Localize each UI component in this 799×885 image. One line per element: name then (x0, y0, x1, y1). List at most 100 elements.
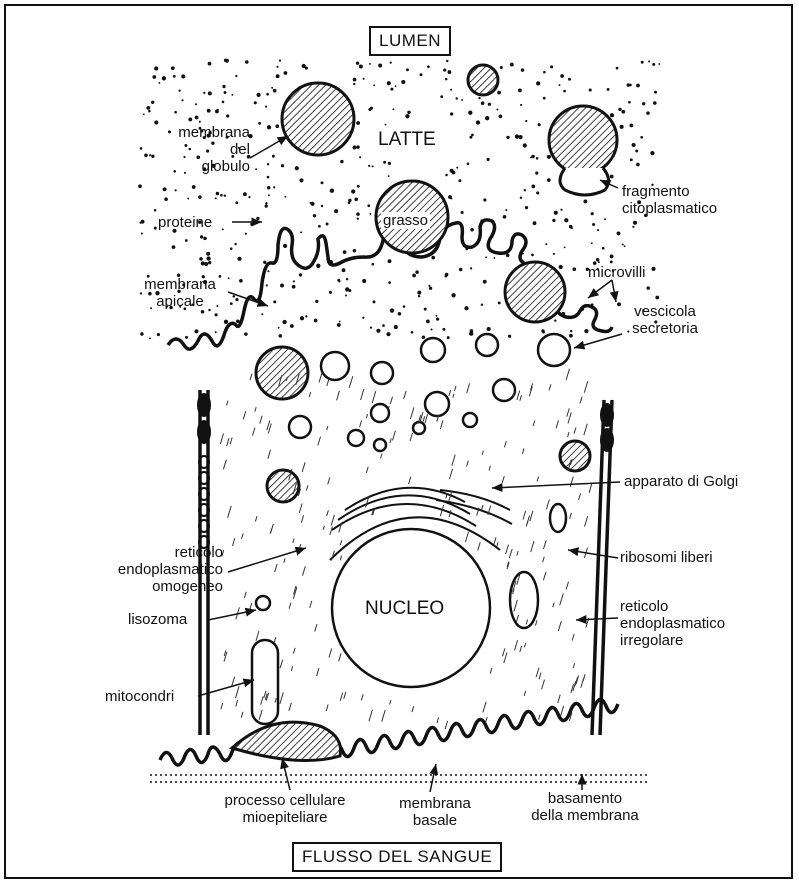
protein-dot (362, 317, 364, 319)
protein-dot (622, 244, 624, 246)
protein-dot (353, 249, 356, 252)
protein-dot (520, 104, 522, 106)
protein-dot (523, 143, 527, 147)
protein-dot (395, 85, 397, 87)
er-stroke (584, 381, 588, 393)
er-stroke (483, 702, 486, 713)
protein-dot (535, 172, 538, 175)
protein-dot (275, 124, 279, 128)
cytoplasmic-fragment-label: fragmento citoplasmatico (622, 183, 717, 217)
protein-dot (372, 165, 374, 167)
protein-dot (633, 221, 637, 225)
er-stroke (250, 374, 252, 381)
er-stroke (536, 620, 538, 625)
protein-dot (388, 162, 391, 165)
protein-dot (376, 329, 380, 333)
protein-dot (620, 125, 624, 129)
er-stroke (533, 420, 535, 426)
protein-dot (222, 85, 225, 88)
protein-dot (390, 308, 394, 312)
protein-dot (164, 197, 168, 201)
protein-dot (420, 73, 423, 76)
er-stroke (291, 666, 292, 670)
protein-dot (547, 155, 551, 159)
protein-dot (203, 92, 205, 94)
protein-dot (195, 103, 197, 105)
er-stroke (410, 407, 414, 419)
protein-dot (146, 106, 150, 110)
er-stroke (339, 653, 341, 661)
protein-dot (641, 61, 644, 64)
protein-dot (215, 331, 217, 333)
protein-dot (267, 163, 269, 165)
protein-dot (398, 312, 402, 316)
protein-dot (174, 111, 177, 114)
protein-dot (206, 256, 210, 260)
er-stroke (236, 686, 240, 698)
protein-dot (248, 196, 250, 198)
protein-dot (616, 67, 619, 70)
er-stroke (542, 680, 545, 690)
er-stroke (539, 715, 541, 720)
protein-dot (521, 68, 524, 71)
protein-dot (230, 247, 233, 250)
protein-dot (215, 313, 218, 316)
er-stroke (568, 432, 569, 437)
protein-dot (597, 229, 599, 231)
er-stroke (504, 653, 507, 664)
protein-dot (148, 110, 151, 113)
er-stroke (561, 706, 564, 716)
protein-dot (250, 222, 254, 226)
protein-dot (321, 181, 324, 184)
er-stroke (349, 376, 353, 388)
protein-dot (536, 191, 539, 194)
protein-dot (560, 209, 562, 211)
protein-dot (536, 81, 540, 85)
er-stroke (452, 455, 455, 466)
protein-dot (255, 168, 257, 170)
protein-dot (175, 189, 177, 191)
er-stroke (233, 538, 235, 546)
protein-dot (559, 84, 561, 86)
er-stroke (230, 437, 232, 444)
protein-dot (356, 145, 360, 149)
golgi-label: apparato di Golgi (624, 473, 738, 490)
er-stroke (437, 718, 439, 724)
protein-dot (208, 261, 211, 264)
protein-dot (655, 296, 659, 300)
protein-dot (390, 61, 392, 63)
protein-dot (244, 332, 247, 335)
er-stroke (543, 572, 546, 581)
protein-dot (149, 337, 151, 339)
protein-dot (199, 121, 201, 123)
er-stroke (497, 542, 498, 547)
protein-dot (201, 261, 205, 265)
protein-dot (515, 134, 519, 138)
er-stroke (478, 542, 480, 550)
protein-dot (139, 222, 141, 224)
er-stroke (568, 412, 571, 423)
protein-dot (279, 334, 283, 338)
er-stroke (255, 516, 257, 521)
er-stroke (570, 513, 572, 519)
protein-dot (386, 332, 390, 336)
protein-dot (237, 257, 241, 261)
er-stroke (584, 424, 588, 436)
cell-junctions (197, 393, 614, 452)
protein-dot (310, 202, 314, 206)
protein-dot (564, 247, 566, 249)
protein-dot (632, 143, 636, 147)
protein-dot (267, 176, 270, 179)
er-stroke (536, 668, 539, 678)
protein-dot (163, 187, 167, 191)
protein-dot (445, 275, 448, 278)
protein-dot (369, 63, 371, 65)
protein-dot (496, 109, 498, 111)
basal-membrane-line (160, 699, 618, 765)
protein-dot (348, 199, 351, 202)
protein-dot (390, 88, 393, 91)
protein-dot (299, 273, 302, 276)
er-stroke (255, 407, 256, 412)
protein-dot (279, 59, 281, 61)
protein-dot (451, 293, 455, 297)
